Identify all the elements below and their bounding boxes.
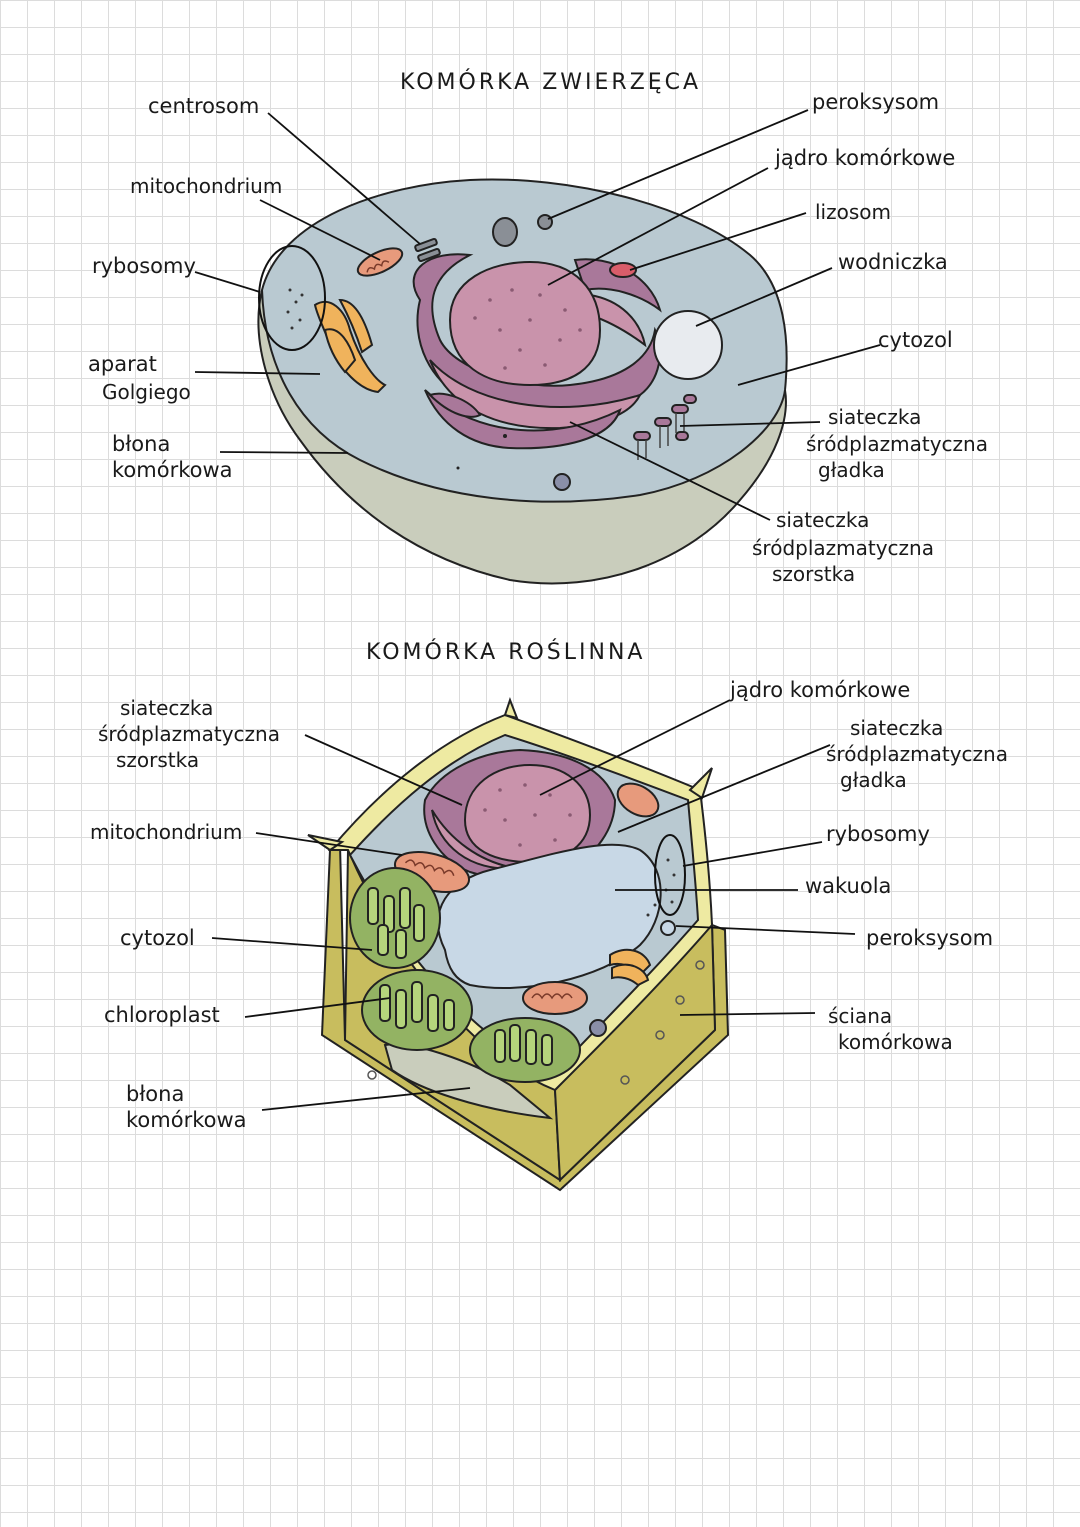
label-plant-peroksysom: peroksysom — [866, 926, 994, 950]
label-plant-ser-1: siateczka — [850, 716, 944, 740]
label-mitochondrium: mitochondrium — [130, 174, 283, 198]
plant-chloroplast-1 — [349, 867, 441, 969]
label-plant-wakuola: wakuola — [805, 874, 892, 898]
plant-nucleus — [463, 763, 592, 864]
animal-lizosom — [609, 262, 637, 278]
label-ser-3: gładka — [818, 458, 885, 482]
label-rybosomy: rybosomy — [92, 254, 196, 278]
label-golgiego: Golgiego — [102, 380, 191, 404]
animal-leader-lines — [194, 109, 881, 521]
label-plant-rer-3: szorstka — [116, 748, 200, 772]
animal-nucleus — [448, 260, 602, 387]
label-aparat: aparat — [88, 352, 157, 376]
animal-cell — [257, 178, 788, 585]
animal-wodniczka — [653, 310, 723, 380]
label-plant-cytozol: cytozol — [120, 926, 195, 950]
label-plant-sciana: ściana — [828, 1004, 893, 1028]
animal-grey-vesicle — [492, 217, 518, 247]
animal-er-fragment — [428, 392, 482, 418]
label-cytozol: cytozol — [878, 328, 953, 352]
plant-mitochondrium-2 — [522, 981, 588, 1015]
label-plant-ser-3: gładka — [840, 768, 907, 792]
label-wodniczka: wodniczka — [838, 250, 948, 274]
label-plant-mitochondrium: mitochondrium — [90, 820, 243, 844]
label-komorkowa: komórkowa — [112, 458, 233, 482]
plant-golgi — [609, 948, 652, 987]
label-lizosom: lizosom — [815, 200, 891, 224]
animal-centrosom — [414, 237, 441, 263]
label-plant-chloroplast: chloroplast — [104, 1003, 220, 1027]
label-plant-blona: błona — [126, 1082, 185, 1106]
plant-chloroplast-3 — [469, 1017, 581, 1083]
label-plant-komorkowa: komórkowa — [126, 1108, 247, 1132]
animal-ribosome-ellipse — [258, 245, 326, 351]
plant-mitochondrium-3 — [616, 782, 660, 818]
label-plant-sciana-komorkowa: komórkowa — [838, 1030, 953, 1054]
label-ser-1: siateczka — [828, 405, 922, 429]
plant-leader-lines — [211, 699, 856, 1111]
plant-cell-title: KOMÓRKA ROŚLINNA — [366, 640, 646, 665]
animal-cell-title: KOMÓRKA ZWIERZĘCA — [400, 70, 702, 95]
plant-peroksysom — [660, 920, 676, 936]
label-rer-1: siateczka — [776, 508, 870, 532]
label-plant-ser-2: śródplazmatyczna — [826, 742, 1008, 766]
label-blona: błona — [112, 432, 171, 456]
label-jadro-komorkowe: jądro komórkowe — [775, 146, 956, 170]
label-plant-rybosomy: rybosomy — [826, 822, 930, 846]
animal-golgi — [313, 298, 387, 394]
label-rer-2: śródplazmatyczna — [752, 536, 934, 560]
label-peroksysom: peroksysom — [812, 90, 940, 114]
animal-small-vesicle — [553, 473, 571, 491]
plant-chloroplast-2 — [361, 969, 473, 1051]
animal-mitochondrium — [356, 247, 404, 277]
label-rer-3: szorstka — [772, 562, 856, 586]
animal-peroksysom — [537, 214, 553, 230]
plant-ribosome-ellipse — [654, 834, 686, 916]
label-ser-2: śródplazmatyczna — [806, 432, 988, 456]
animal-smooth-er — [633, 394, 697, 460]
plant-small-vesicle — [589, 1019, 607, 1037]
label-plant-rer-2: śródplazmatyczna — [98, 722, 280, 746]
plant-cell — [307, 697, 730, 1192]
label-plant-jadro-komorkowe: jądro komórkowe — [730, 678, 911, 702]
plant-wakuola — [436, 843, 662, 990]
label-plant-rer-1: siateczka — [120, 696, 214, 720]
label-centrosom: centrosom — [148, 94, 260, 118]
